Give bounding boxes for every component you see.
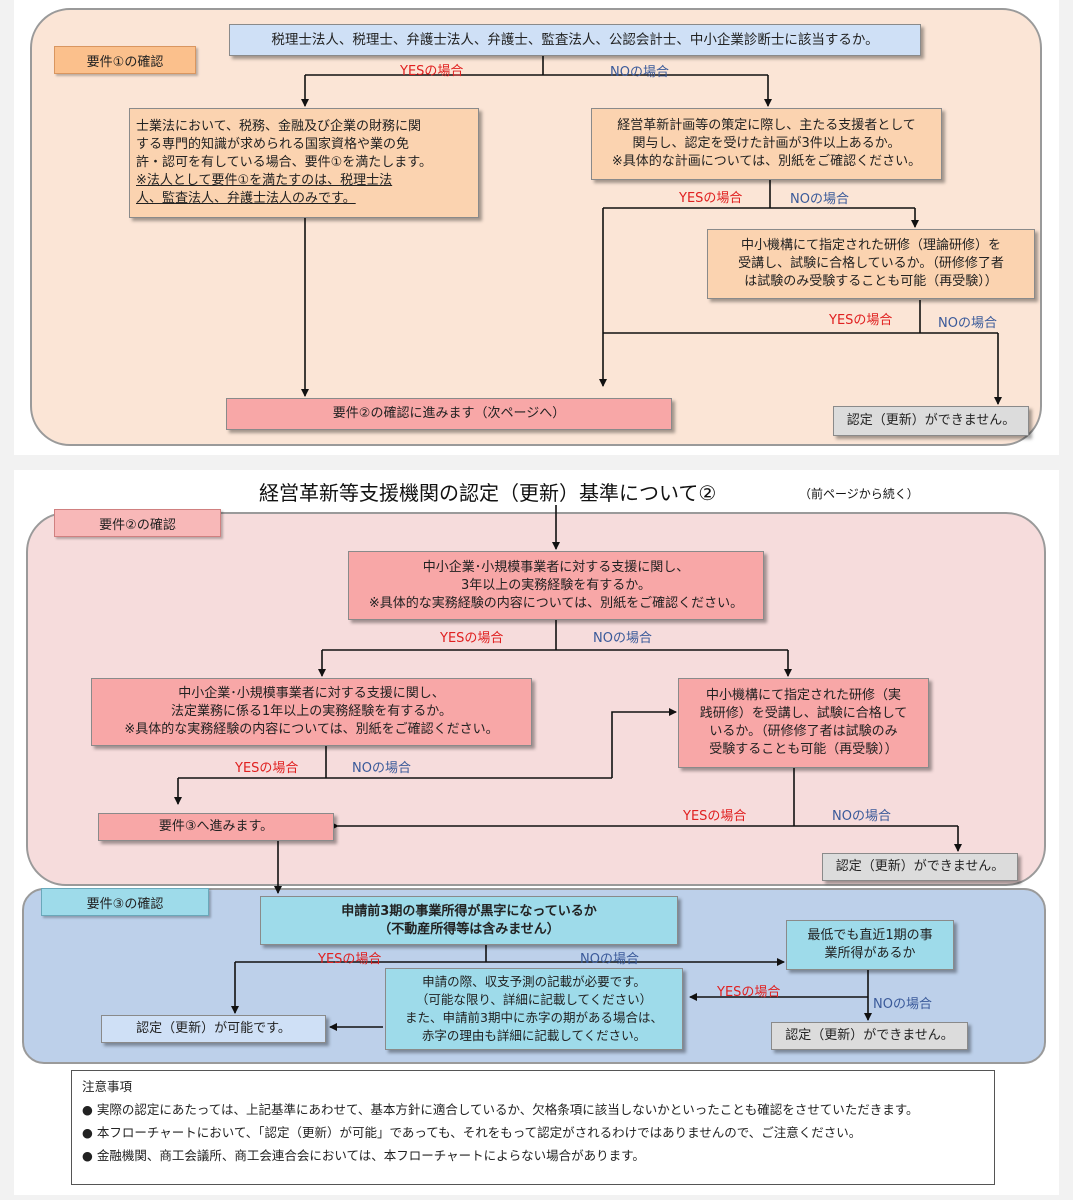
requirement-1-region	[30, 8, 1042, 446]
management-plan-line-2: 関与し、認定を受けた計画が3件以上あるか。	[632, 136, 901, 151]
one-year-experience-line-2: 法定業務に係る1年以上の実務経験を有するか。	[170, 704, 452, 719]
three-period-profit-line-2: （不動産所得等は含みません）	[378, 921, 560, 937]
requirement-2-tag: 要件②の確認	[54, 509, 221, 537]
theory-training-line-2: 受講し、試験に合格しているか。（研修修了者	[738, 256, 1004, 271]
practical-training-box: 中小機構にて指定された研修（実 践研修）を受講し、試験に合格して いるか。（研修…	[678, 678, 929, 768]
s3-cannot-certify-box: 認定（更新）ができません。	[771, 1022, 968, 1050]
s1-no-label-3: NOの場合	[938, 316, 997, 331]
three-period-profit-box: 申請前3期の事業所得が黒字になっているか （不動産所得等は含みません）	[260, 896, 678, 945]
requirement-1-tag: 要件①の確認	[54, 46, 196, 74]
s3-yes-label-1: YESの場合	[318, 952, 382, 967]
s2-no-label-2: NOの場合	[352, 761, 411, 776]
page-2-subtitle: （前ページから続く）	[799, 487, 919, 501]
s1-yes-label-2: YESの場合	[679, 191, 743, 206]
three-year-experience-box: 中小企業･小規模事業者に対する支援に関し、 3年以上の実務経験を有するか。 ※具…	[348, 551, 764, 620]
s1-no-label-2: NOの場合	[790, 192, 849, 207]
practical-training-line-2: 践研修）を受講し、試験に合格して	[699, 706, 908, 721]
theory-training-box: 中小機構にて指定された研修（理論研修）を 受講し、試験に合格しているか。（研修修…	[707, 229, 1035, 299]
professional-license-line-2: する専門的知識が求められる国家資格や業の免	[136, 137, 410, 152]
professional-license-line-4: ※法人として要件①を満たすのは、税理士法	[136, 173, 393, 188]
qualification-question-box: 税理士法人、税理士、弁護士法人、弁護士、監査法人、公認会計士、中小企業診断士に該…	[229, 24, 921, 56]
s2-no-label-1: NOの場合	[593, 631, 652, 646]
s2-cannot-certify-box: 認定（更新）ができません。	[822, 853, 1018, 881]
notes-item-2: ● 本フローチャートにおいて、「認定（更新）が可能」であっても、それをもって認定…	[82, 1125, 862, 1140]
theory-training-line-1: 中小機構にて指定された研修（理論研修）を	[740, 238, 1001, 253]
three-year-experience-line-2: 3年以上の実務経験を有するか。	[460, 577, 651, 593]
one-year-experience-box: 中小企業･小規模事業者に対する支援に関し、 法定業務に係る1年以上の実務経験を有…	[91, 678, 532, 746]
management-plan-line-1: 経営革新計画等の策定に際し、主たる支援者として	[617, 118, 916, 133]
s1-yes-label-3: YESの場合	[829, 313, 893, 328]
three-period-profit-line-1: 申請前3期の事業所得が黒字になっているか	[341, 903, 597, 919]
requirement-3-tag: 要件③の確認	[41, 888, 209, 916]
one-year-experience-line-3: ※具体的な実務経験の内容については、別紙をご確認ください。	[124, 722, 499, 737]
s3-yes-label-2: YESの場合	[717, 985, 781, 1000]
page-2-title: 経営革新等支援機関の認定（更新）基準について②	[259, 481, 717, 505]
s1-no-label-1: NOの場合	[610, 65, 669, 80]
proceed-to-requirement-2-box: 要件②の確認に進みます（次ページへ）	[226, 398, 672, 430]
three-year-experience-line-1: 中小企業･小規模事業者に対する支援に関し、	[422, 559, 690, 575]
latest-period-income-line-2: 業所得があるか	[824, 946, 916, 961]
income-forecast-line-4: 赤字の理由も詳細に記載してください。	[421, 1028, 647, 1043]
three-year-experience-line-3: ※具体的な実務経験の内容については、別紙をご確認ください。	[368, 595, 744, 611]
s2-yes-label-2: YESの場合	[235, 761, 299, 776]
practical-training-line-3: いるか。（研修修了者は試験のみ	[709, 724, 898, 739]
s2-yes-label-1: YESの場合	[440, 631, 504, 646]
professional-license-line-5: 人、監査法人、弁護士法人のみです。	[136, 191, 356, 206]
income-forecast-line-3: また、申請前3期中に赤字の期がある場合は、	[405, 1010, 663, 1025]
professional-license-line-1: 士業法において、税務、金融及び企業の財務に関	[136, 119, 421, 134]
s1-yes-label-1: YESの場合	[400, 64, 464, 79]
notes-heading: 注意事項	[82, 1079, 133, 1094]
certification-possible-box: 認定（更新）が可能です。	[101, 1015, 326, 1043]
notes-item-3: ● 金融機関、商工会議所、商工会連合会においては、本フローチャートによらない場合…	[82, 1148, 645, 1163]
s1-cannot-certify-box: 認定（更新）ができません。	[833, 406, 1029, 436]
professional-license-line-3: 許・認可を有している場合、要件①を満たします。	[136, 155, 432, 170]
s3-no-label-1: NOの場合	[580, 952, 639, 967]
practical-training-line-1: 中小機構にて指定された研修（実	[705, 688, 901, 703]
practical-training-line-4: 受験することも可能（再受験））	[709, 742, 898, 757]
notes-item-1: ● 実際の認定にあたっては、上記基準にあわせて、基本方針に適合しているか、欠格条…	[82, 1102, 919, 1117]
one-year-experience-line-1: 中小企業･小規模事業者に対する支援に関し、	[178, 686, 445, 701]
income-forecast-line-2: （可能な限り、詳細に記載してください）	[415, 992, 653, 1007]
latest-period-income-box: 最低でも直近1期の事 業所得があるか	[786, 920, 954, 970]
management-plan-box: 経営革新計画等の策定に際し、主たる支援者として 関与し、認定を受けた計画が3件以…	[591, 108, 942, 180]
s2-yes-label-3: YESの場合	[683, 809, 747, 824]
notes-box: 注意事項 ● 実際の認定にあたっては、上記基準にあわせて、基本方針に適合している…	[71, 1070, 995, 1185]
professional-license-box: 士業法において、税務、金融及び企業の財務に関 する専門的知識が求められる国家資格…	[129, 108, 479, 218]
theory-training-line-3: は試験のみ受験することも可能（再受験））	[744, 274, 998, 289]
income-forecast-line-1: 申請の際、収支予測の記載が必要です。	[422, 974, 646, 989]
s3-no-label-2: NOの場合	[873, 997, 932, 1012]
proceed-to-requirement-3-box: 要件③へ進みます。	[98, 813, 334, 841]
s2-no-label-3: NOの場合	[832, 809, 891, 824]
income-forecast-note-box: 申請の際、収支予測の記載が必要です。 （可能な限り、詳細に記載してください） ま…	[385, 968, 683, 1050]
management-plan-line-3: ※具体的な計画については、別紙をご確認ください。	[611, 154, 922, 169]
latest-period-income-line-1: 最低でも直近1期の事	[807, 928, 933, 943]
